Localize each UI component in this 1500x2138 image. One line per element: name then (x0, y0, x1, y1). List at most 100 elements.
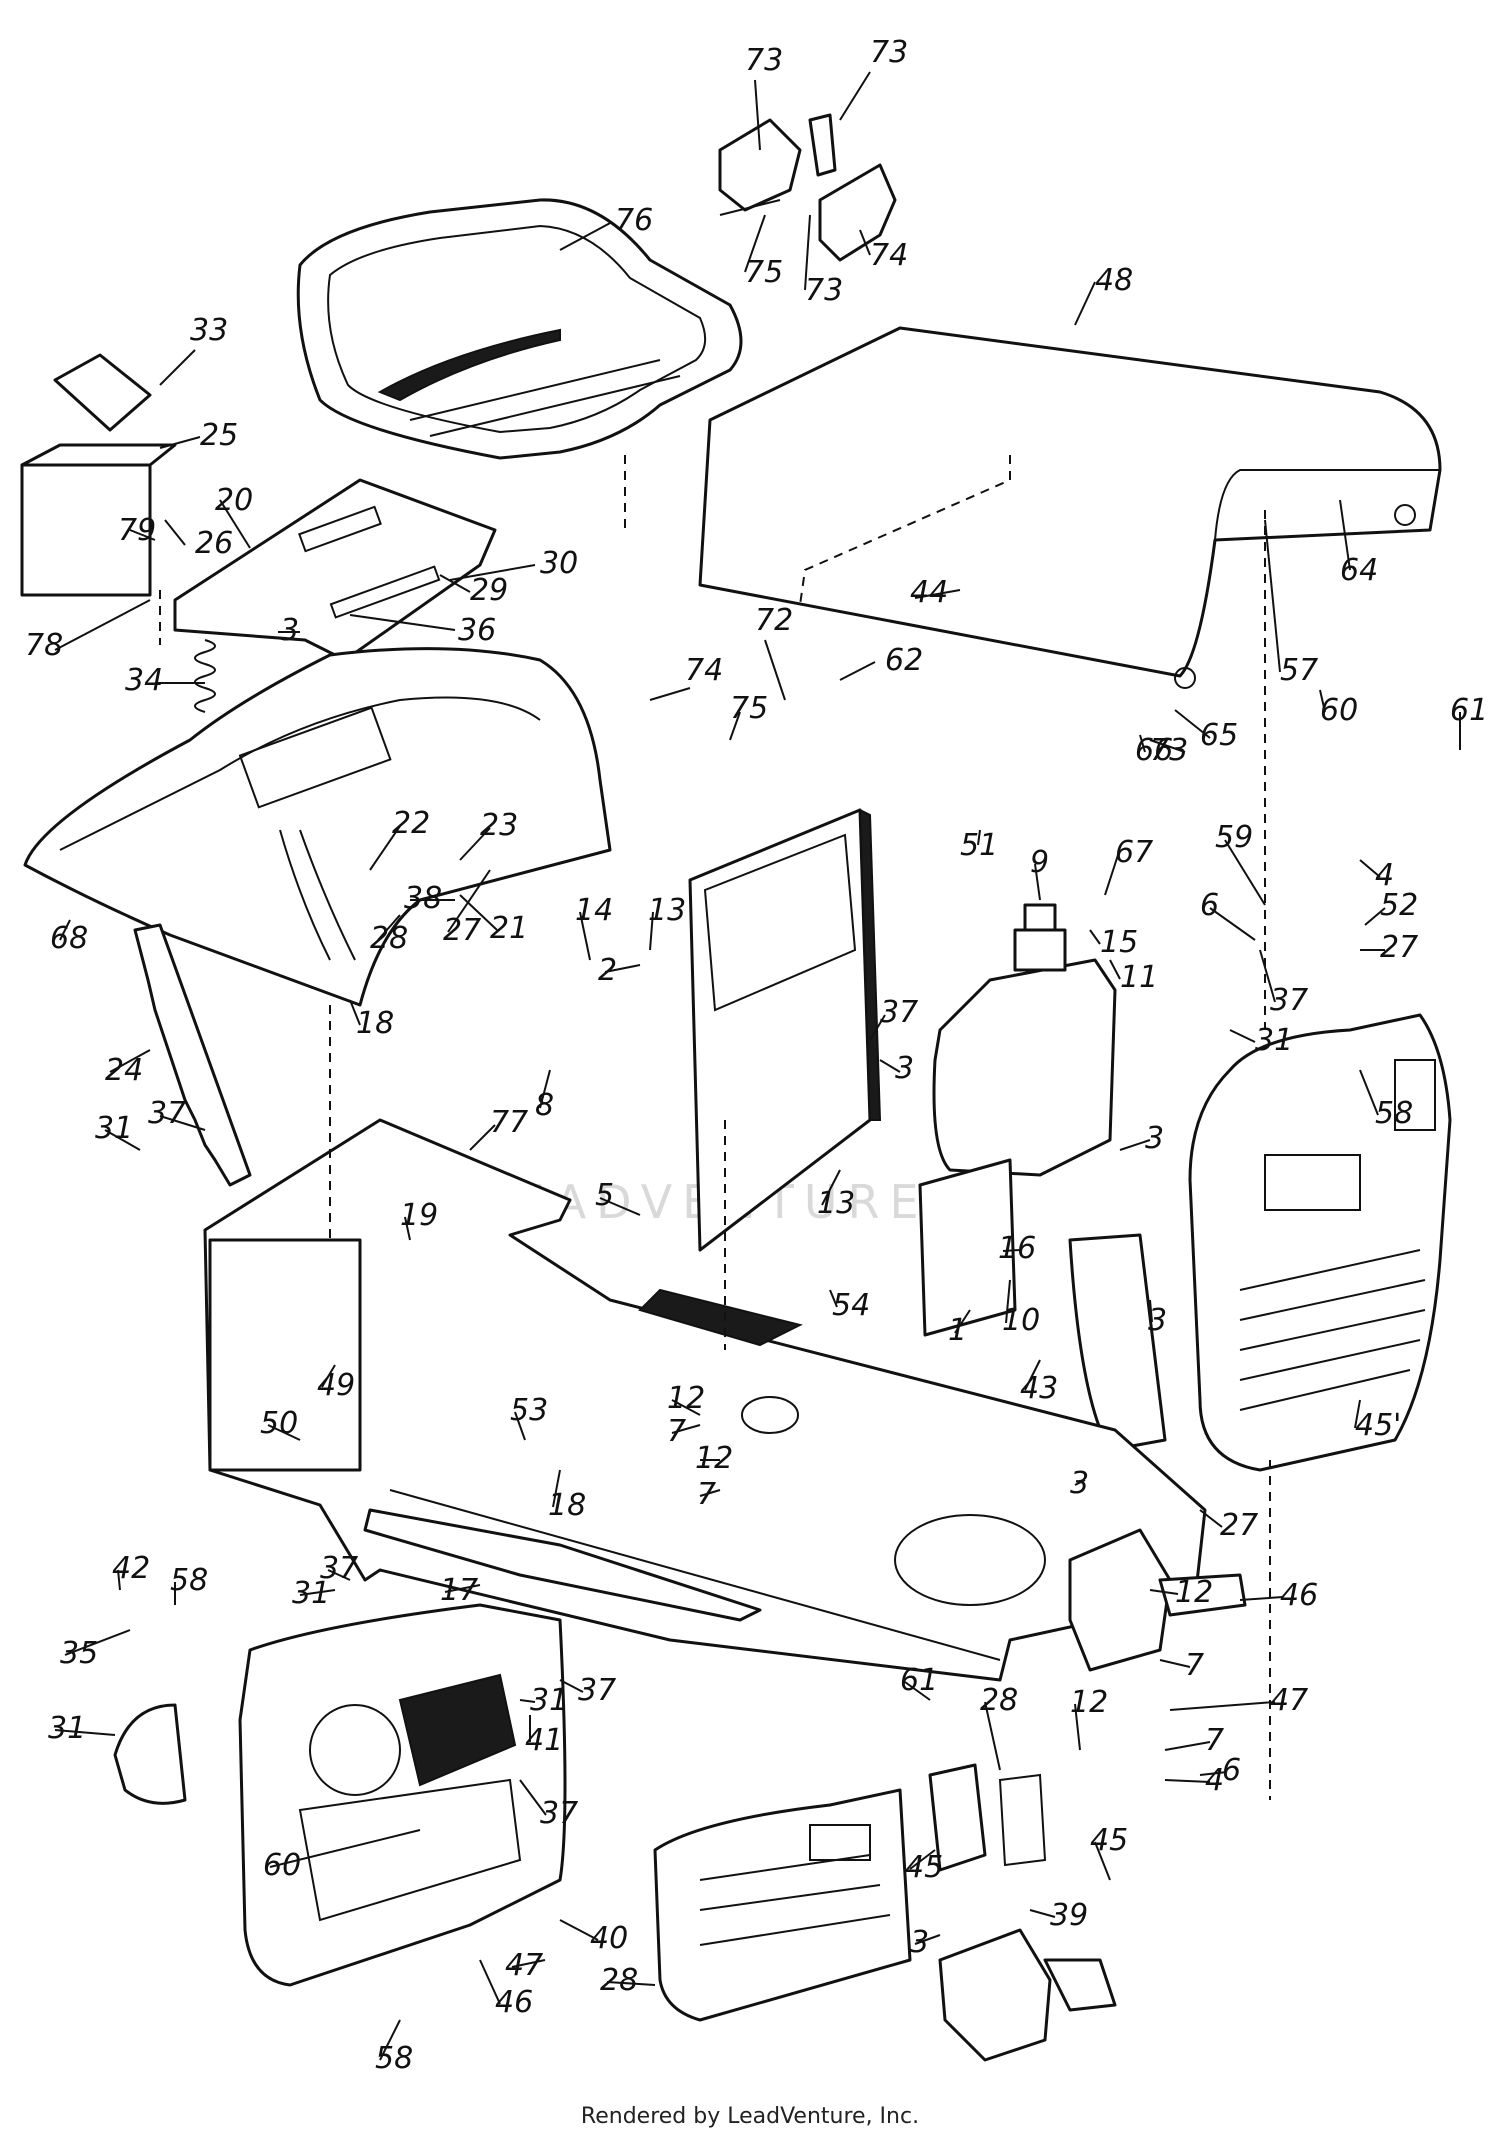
part-callout-42: 42 (112, 1551, 150, 1586)
part-callout-2: 2 (598, 953, 617, 988)
part-callout-3: 3 (1145, 1121, 1164, 1156)
callout-leader-line (671, 1424, 701, 1434)
callout-leader-line (404, 1216, 411, 1241)
part-callout-12: 12 (695, 1441, 733, 1476)
part-callout-38: 38 (404, 881, 442, 916)
callout-leader-line (859, 229, 871, 256)
callout-leader-line (839, 661, 876, 681)
callout-leader-line (1159, 1659, 1191, 1668)
callout-leader-line (804, 214, 811, 291)
callout-leader-line (444, 1584, 481, 1593)
part-callout-31: 31 (292, 1576, 330, 1611)
part-callout-40: 40 (590, 1921, 628, 1956)
part-callout-11: 11 (1120, 960, 1158, 995)
callout-leader-line (671, 1399, 701, 1416)
part-callout-57: 57 (1280, 653, 1318, 688)
callout-leader-line (1074, 1703, 1081, 1751)
part-callout-46: 46 (495, 1985, 533, 2020)
callout-leader-line (1164, 1779, 1211, 1783)
part-callout-28: 28 (370, 921, 408, 956)
callout-leader-line (904, 1681, 931, 1701)
part-callout-30: 30 (540, 546, 578, 581)
callout-leader-line (117, 1569, 121, 1591)
callout-leader-line (1174, 709, 1211, 739)
part-callout-58: 58 (170, 1563, 208, 1598)
part-callout-47: 47 (505, 1948, 543, 1983)
callout-leader-line (729, 711, 741, 741)
callout-leader-line (829, 1289, 838, 1308)
part-callout-35: 35 (60, 1636, 98, 1671)
part-callout-9: 9 (1030, 845, 1049, 880)
callout-leader-line (1029, 1909, 1056, 1918)
part-callout-5: 5 (595, 1178, 614, 1213)
callout-leader-line (129, 529, 156, 541)
callout-leader-line (559, 221, 613, 251)
part-callout-60: 60 (1320, 693, 1358, 728)
front-grille-assembly (113, 1603, 567, 1987)
part-callout-14: 14 (575, 893, 613, 928)
part-callout-60: 60 (263, 1848, 301, 1883)
part-callout-59: 59 (1215, 820, 1253, 855)
part-callout-44: 44 (910, 575, 948, 610)
callout-leader-line (447, 869, 491, 933)
callout-leader-line (109, 1049, 151, 1073)
callout-leader-line (59, 919, 71, 941)
part-callout-61: 61 (900, 1663, 938, 1698)
part-callout-72: 72 (755, 603, 793, 638)
callout-leader-line (1034, 863, 1041, 901)
callout-leader-line (1104, 854, 1119, 896)
callout-leader-line (1359, 859, 1381, 878)
callout-leader-line (879, 1059, 901, 1073)
callout-leader-line (649, 687, 691, 701)
part-callout-8: 8 (535, 1088, 554, 1123)
part-callout-6: 6 (1200, 888, 1219, 923)
callout-leader-line (219, 499, 251, 549)
part-callout-52: 52 (1380, 888, 1418, 923)
part-callout-10: 10 (1002, 1303, 1040, 1338)
callout-leader-line (1139, 734, 1146, 753)
part-callout-58: 58 (1375, 1096, 1413, 1131)
part-callout-25: 25 (200, 418, 238, 453)
part-callout-37: 37 (320, 1551, 358, 1586)
part-callout-18: 18 (548, 1488, 586, 1523)
part-callout-45: 45' (1355, 1408, 1401, 1443)
part-callout-73: 73 (805, 273, 843, 308)
callout-leader-line (1005, 1279, 1011, 1324)
part-callout-19: 19 (400, 1198, 438, 1233)
callout-leader-line (552, 1469, 561, 1508)
part-callout-45: 45 (905, 1850, 943, 1885)
part-callout-18: 18 (356, 1006, 394, 1041)
part-callout-28: 28 (980, 1683, 1018, 1718)
callout-leader-line (159, 349, 196, 386)
callout-leader-line (64, 1629, 131, 1656)
part-callout-45: 45 (1090, 1823, 1128, 1858)
callout-leader-line (1339, 499, 1351, 571)
callout-leader-line (449, 564, 536, 581)
seat-part (296, 198, 743, 460)
part-callout-39: 39 (1050, 1898, 1088, 1933)
callout-leader-line (349, 999, 361, 1026)
callout-leader-line (984, 1701, 1001, 1771)
part-callout-73: 73 (870, 35, 908, 70)
callout-leader-line (1149, 1589, 1179, 1595)
callout-leader-line (821, 1169, 841, 1206)
part-callout-37: 37 (1270, 983, 1308, 1018)
callout-leader-line (1259, 949, 1276, 1003)
part-callout-58: 58 (375, 2041, 413, 2076)
part-callout-37: 37 (880, 995, 918, 1030)
part-callout-75: 75 (730, 691, 768, 726)
callout-leader-line (269, 1829, 421, 1868)
callout-leader-line (439, 574, 471, 593)
part-callout-26: 26 (195, 526, 233, 561)
callout-leader-line (1002, 1249, 1021, 1252)
part-callout-22: 22 (392, 806, 430, 841)
part-callout-13: 13 (648, 893, 686, 928)
callout-leader-line (1319, 689, 1326, 713)
fender-part (698, 326, 1442, 689)
callout-leader-line (1224, 839, 1266, 906)
callout-leader-line (1169, 1701, 1276, 1711)
part-callout-3: 3 (895, 1051, 914, 1086)
part-callout-62: 62 (885, 643, 923, 678)
part-callout-47: 47 (1270, 1683, 1308, 1718)
